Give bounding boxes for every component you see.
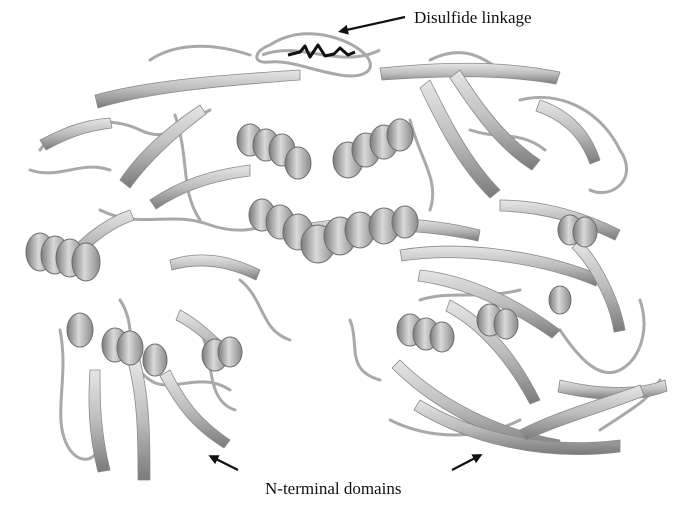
n-terminal-domains-label: N-terminal domains — [265, 479, 402, 498]
helix-lower-right — [396, 303, 519, 353]
helix-left — [25, 232, 101, 282]
disulfide-linkage-label: Disulfide linkage — [414, 8, 532, 27]
helix-lower-left — [66, 312, 243, 377]
disulfide-bond — [287, 43, 356, 59]
n-terminal-arrow-left — [208, 455, 239, 471]
helix-top-right — [332, 118, 414, 179]
disulfide-region — [255, 32, 381, 78]
helix-right — [548, 214, 598, 315]
annotation-arrows — [208, 15, 483, 471]
beta-strands — [39, 62, 668, 481]
alpha-helices — [25, 118, 598, 377]
disulfide-arrow — [338, 15, 406, 35]
n-terminal-arrow-right — [451, 454, 483, 471]
helix-center — [248, 198, 419, 264]
helix-top-left — [236, 123, 312, 180]
